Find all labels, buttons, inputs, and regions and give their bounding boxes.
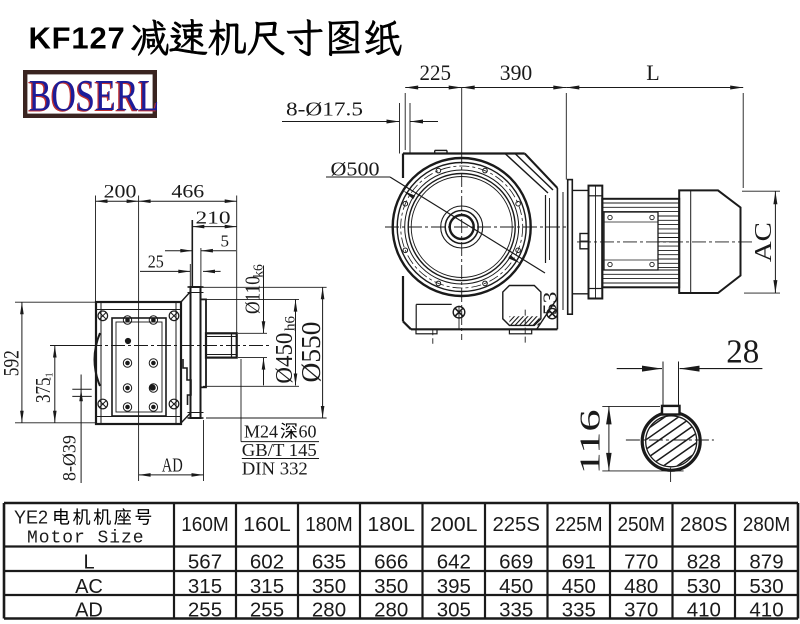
svg-text:592: 592 [0, 350, 24, 376]
svg-text:370: 370 [624, 599, 658, 622]
svg-text:160L: 160L [243, 513, 291, 536]
svg-text:Ø500: Ø500 [331, 159, 380, 181]
svg-text:8-Ø39: 8-Ø39 [61, 435, 81, 481]
svg-text:642: 642 [437, 551, 471, 574]
svg-text:669: 669 [499, 551, 533, 574]
svg-text:60: 60 [299, 422, 317, 442]
svg-text:AC: AC [750, 222, 777, 262]
svg-text:390: 390 [500, 60, 533, 85]
svg-text:Ø450: Ø450 [272, 333, 298, 384]
svg-text:530: 530 [687, 575, 721, 598]
svg-text:160M: 160M [181, 513, 229, 536]
svg-text:280S: 280S [680, 513, 728, 536]
svg-text:L: L [646, 60, 659, 85]
svg-text:h6: h6 [283, 316, 299, 332]
svg-text:200: 200 [104, 183, 137, 203]
svg-text:Ø550: Ø550 [296, 322, 326, 383]
svg-text:KF127: KF127 [29, 21, 126, 56]
svg-text:210: 210 [196, 208, 231, 228]
svg-text:691: 691 [562, 551, 596, 574]
svg-text:375: 375 [31, 378, 55, 404]
svg-text:225S: 225S [492, 513, 540, 536]
svg-text:YE2: YE2 [14, 508, 48, 528]
svg-text:53: 53 [539, 292, 561, 316]
svg-text:M24: M24 [244, 422, 278, 442]
svg-text:k6: k6 [250, 264, 265, 278]
svg-text:602: 602 [250, 551, 284, 574]
svg-text:116: 116 [575, 409, 607, 474]
svg-text:635: 635 [312, 551, 346, 574]
svg-text:L: L [83, 552, 94, 574]
svg-text:Motor Size: Motor Size [27, 529, 145, 549]
svg-text:225M: 225M [555, 513, 603, 536]
svg-text:BOSERL: BOSERL [27, 72, 158, 121]
svg-text:305: 305 [437, 599, 471, 622]
svg-text:466: 466 [171, 183, 204, 203]
svg-text:AD: AD [162, 456, 183, 477]
svg-text:480: 480 [624, 575, 658, 598]
svg-text:GB/T 145: GB/T 145 [242, 440, 317, 460]
svg-text:255: 255 [188, 599, 222, 622]
svg-text:Ø110: Ø110 [241, 276, 265, 314]
svg-text:8-Ø17.5: 8-Ø17.5 [286, 99, 363, 120]
svg-text:180L: 180L [367, 513, 415, 536]
svg-text:828: 828 [687, 551, 721, 574]
svg-text:200L: 200L [430, 513, 478, 536]
svg-text:666: 666 [374, 551, 408, 574]
svg-text:879: 879 [749, 551, 783, 574]
svg-text:280: 280 [374, 599, 408, 622]
svg-text:BOSERL: BOSERL [29, 71, 160, 120]
svg-text:350: 350 [312, 575, 346, 598]
svg-text:225: 225 [419, 60, 451, 85]
svg-text:770: 770 [624, 551, 658, 574]
svg-text:395: 395 [437, 575, 471, 598]
svg-text:AD: AD [75, 600, 103, 622]
svg-text:335: 335 [499, 599, 533, 622]
svg-text:-1: -1 [45, 372, 56, 380]
svg-text:180M: 180M [305, 513, 353, 536]
svg-text:450: 450 [499, 575, 533, 598]
svg-text:410: 410 [687, 599, 721, 622]
svg-text:28: 28 [726, 334, 759, 371]
svg-text:250M: 250M [617, 513, 665, 536]
svg-text:255: 255 [250, 599, 284, 622]
svg-text:280M: 280M [743, 513, 791, 536]
svg-text:DIN 332: DIN 332 [242, 459, 308, 479]
svg-text:25: 25 [148, 252, 164, 272]
svg-text:350: 350 [374, 575, 408, 598]
svg-text:335: 335 [562, 599, 596, 622]
svg-text:AC: AC [75, 576, 103, 598]
svg-text:315: 315 [188, 575, 222, 598]
svg-text:567: 567 [188, 551, 222, 574]
svg-text:315: 315 [250, 575, 284, 598]
svg-text:530: 530 [749, 575, 783, 598]
svg-text:5: 5 [220, 231, 229, 250]
svg-text:410: 410 [749, 599, 783, 622]
svg-text:280: 280 [312, 599, 346, 622]
svg-text:450: 450 [562, 575, 596, 598]
